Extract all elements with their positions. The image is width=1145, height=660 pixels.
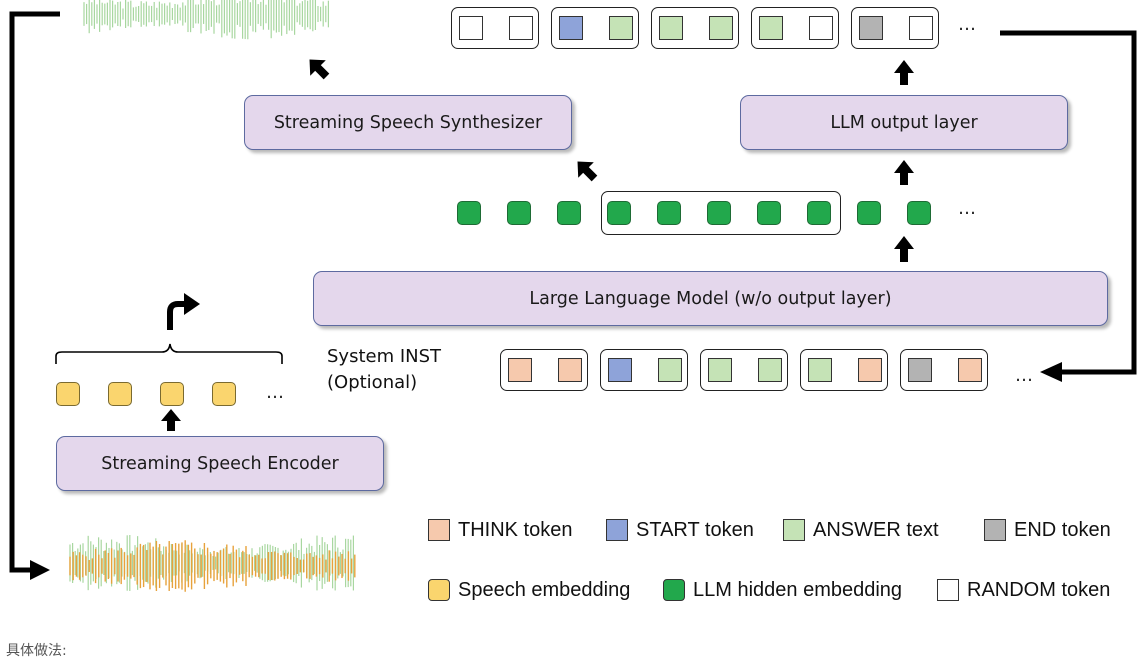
arrow-output-layer-to-tokens	[894, 60, 914, 85]
llm-hidden-embedding	[607, 201, 631, 225]
legend-label-answer: ANSWER text	[813, 518, 939, 541]
output-random-token	[459, 16, 483, 40]
waveform-loop-arrowhead	[30, 560, 50, 580]
large-language-model-label: Large Language Model (w/o output layer)	[529, 288, 892, 309]
bottom-caption: 具体做法:	[6, 643, 67, 659]
legend-item-speech_embedding: Speech embedding	[428, 576, 630, 604]
hidden-embedding-group	[601, 191, 841, 235]
large-language-model: Large Language Model (w/o output layer)	[313, 271, 1108, 326]
legend-swatch-answer	[783, 519, 805, 541]
legend-label-end: END token	[1014, 518, 1111, 541]
input-group	[900, 349, 988, 391]
input-speech-waveform	[69, 540, 356, 592]
output-group	[551, 7, 639, 49]
streaming-speech-synthesizer: Streaming Speech Synthesizer	[244, 95, 572, 150]
llm-hidden-embedding	[857, 201, 881, 225]
output-end-token	[859, 16, 883, 40]
legend-item-random: RANDOM token	[937, 576, 1110, 604]
legend-label-start: START token	[636, 518, 754, 541]
output-answer-token	[609, 16, 633, 40]
system-inst-label: System INST	[327, 346, 442, 367]
output-random-token	[509, 16, 533, 40]
legend-swatch-think	[428, 519, 450, 541]
speech-embedding	[56, 382, 80, 406]
output-answer-token	[659, 16, 683, 40]
waveform-loop-connector	[9, 11, 60, 573]
llm-hidden-embedding	[657, 201, 681, 225]
llm-output-layer: LLM output layer	[740, 95, 1068, 150]
input-tokens-ellipsis: …	[1015, 365, 1034, 386]
embedding-brace	[55, 343, 283, 364]
input-answer-token	[658, 358, 682, 382]
arrow-encoder-to-embeddings	[161, 409, 181, 431]
legend-item-think: THINK token	[428, 516, 572, 544]
legend-swatch-start	[606, 519, 628, 541]
input-end-token	[908, 358, 932, 382]
speech-embedding	[212, 382, 236, 406]
streaming-speech-synthesizer-label: Streaming Speech Synthesizer	[273, 112, 543, 133]
llm-hidden-embedding	[757, 201, 781, 225]
feedback-connector	[1000, 30, 1137, 375]
turn-arrow	[167, 301, 186, 330]
legend-item-start: START token	[606, 516, 754, 544]
input-think-token	[558, 358, 582, 382]
legend-item-answer: ANSWER text	[783, 516, 939, 544]
streaming-speech-encoder: Streaming Speech Encoder	[56, 436, 384, 491]
legend-swatch-speech_embedding	[428, 579, 450, 601]
output-random-token	[809, 16, 833, 40]
input-speech-waveform-background	[69, 534, 354, 592]
output-answer-token	[709, 16, 733, 40]
output-group	[751, 7, 839, 49]
feedback-arrowhead	[1040, 362, 1062, 382]
llm-output-layer-label: LLM output layer	[830, 112, 978, 133]
legend-swatch-end	[984, 519, 1006, 541]
legend-item-end: END token	[984, 516, 1111, 544]
output-group	[651, 7, 739, 49]
output-start-token	[559, 16, 583, 40]
arrow-synthesizer-to-waveform	[309, 59, 330, 80]
legend-label-llm_hidden: LLM hidden embedding	[693, 578, 903, 601]
system-inst-optional-label: (Optional)	[327, 372, 418, 393]
input-group	[500, 349, 588, 391]
generated-speech-waveform	[83, 0, 329, 40]
legend-label-speech_embedding: Speech embedding	[458, 578, 631, 601]
output-group	[851, 7, 939, 49]
input-think-token	[958, 358, 982, 382]
input-answer-token	[758, 358, 782, 382]
legend-label-random: RANDOM token	[967, 578, 1111, 601]
input-group	[600, 349, 688, 391]
llm-hidden-embedding	[557, 201, 581, 225]
output-answer-token	[759, 16, 783, 40]
arrow-llm-to-hidden	[894, 236, 914, 262]
input-start-token	[608, 358, 632, 382]
speech-embeddings-ellipsis: …	[266, 382, 285, 403]
input-group	[800, 349, 888, 391]
input-think-token	[858, 358, 882, 382]
input-group	[700, 349, 788, 391]
streaming-speech-encoder-label: Streaming Speech Encoder	[101, 453, 339, 474]
legend-item-llm_hidden: LLM hidden embedding	[663, 576, 902, 604]
llm-hidden-embedding	[457, 201, 481, 225]
output-random-token	[909, 16, 933, 40]
legend-label-think: THINK token	[458, 518, 573, 541]
llm-hidden-embedding	[707, 201, 731, 225]
hidden-embeddings-ellipsis: …	[958, 198, 977, 219]
llm-hidden-embedding	[807, 201, 831, 225]
output-group	[451, 7, 539, 49]
input-think-token	[508, 358, 532, 382]
turn-arrowhead	[184, 293, 200, 315]
output-tokens-ellipsis: …	[958, 14, 977, 35]
legend-swatch-llm_hidden	[663, 579, 685, 601]
llm-hidden-embedding	[507, 201, 531, 225]
speech-embedding	[108, 382, 132, 406]
legend-swatch-random	[937, 579, 959, 601]
llm-hidden-embedding	[907, 201, 931, 225]
arrow-hidden-to-synthesizer	[577, 161, 598, 182]
speech-embedding	[160, 382, 184, 406]
input-answer-token	[708, 358, 732, 382]
input-answer-token	[808, 358, 832, 382]
arrow-hidden-to-output-layer	[894, 160, 914, 185]
